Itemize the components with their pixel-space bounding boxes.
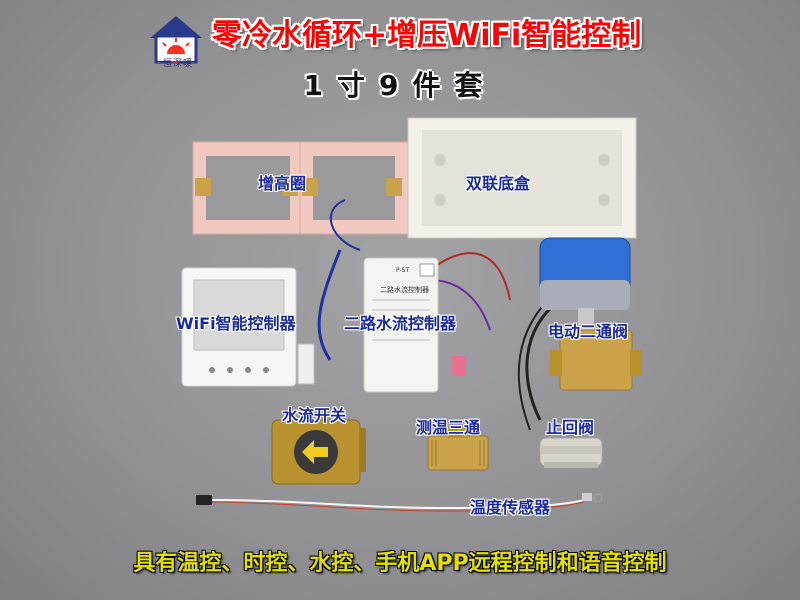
flow-switch-device <box>271 419 366 485</box>
feature-footer: 具有温控、时控、水控、手机APP远程控制和语音控制 <box>133 551 667 576</box>
riser-ring-right <box>299 141 409 235</box>
temperature-sensor-device <box>196 493 603 512</box>
label-double-back-box: 双联底盒 <box>466 174 531 193</box>
wifi-controller-device <box>181 267 315 387</box>
flow-controller-device <box>317 199 511 393</box>
label-flow-controller: 二路水流控制器 <box>344 314 457 333</box>
flow-box-name: 二路水流控制器 <box>380 285 429 294</box>
label-wifi-controller: WiFi智能控制器 <box>176 314 296 333</box>
label-flow-switch: 水流开关 <box>282 406 347 425</box>
label-temp-sensor: 温度传感器 <box>470 498 551 517</box>
electric-valve-device <box>517 237 642 431</box>
label-temp-tee: 测温三通 <box>416 418 481 437</box>
check-valve-device <box>539 437 603 468</box>
temp-tee-device <box>427 426 489 471</box>
label-riser-ring: 增高圈 <box>258 174 307 193</box>
page-subtitle: 1寸9件套 <box>303 69 497 102</box>
label-check-valve: 止回阀 <box>546 418 595 437</box>
brand-text: 恒深暖 <box>162 59 193 69</box>
brand-logo-icon <box>150 16 202 64</box>
double-back-box <box>407 117 637 239</box>
riser-ring-left <box>192 141 304 235</box>
page-title: 零冷水循环+增压WiFi智能控制 <box>212 18 642 53</box>
label-electric-valve: 电动二通阀 <box>548 322 629 341</box>
flow-box-model: P-ST <box>396 267 409 274</box>
